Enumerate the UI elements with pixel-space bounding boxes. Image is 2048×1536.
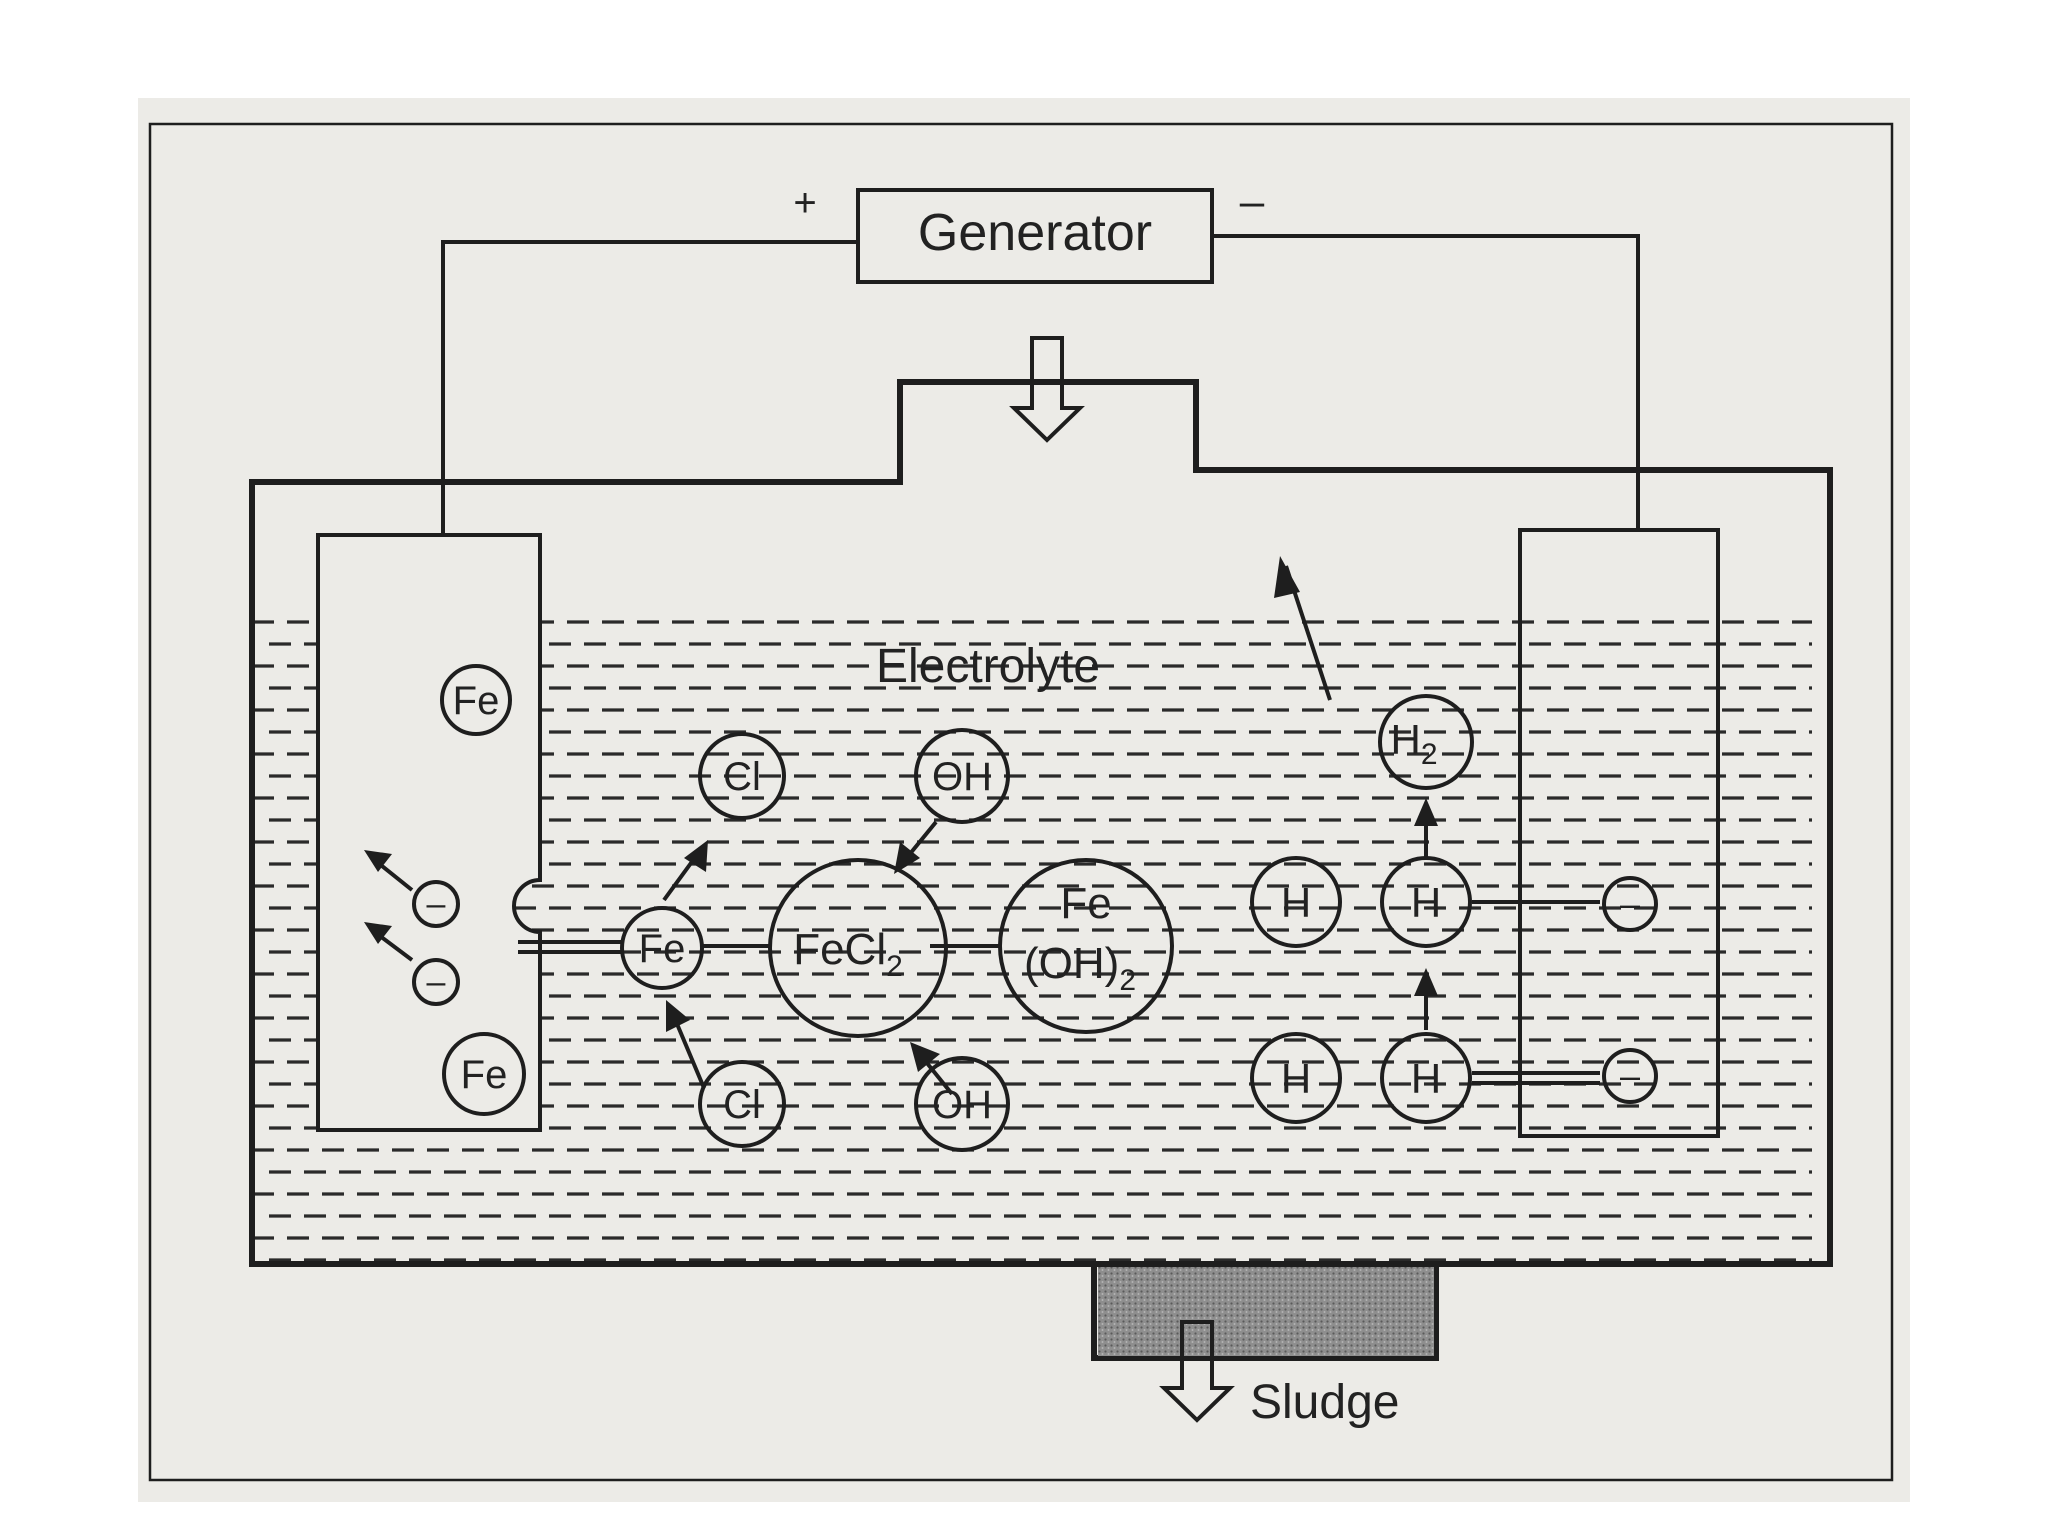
figure-frame (148, 122, 1894, 1482)
electron-anode-2: – (412, 958, 460, 1006)
svg-text:FeCl2: FeCl2 (793, 925, 903, 983)
svg-text:(OH)2: (OH)2 (1024, 939, 1136, 997)
inflow-arrow (1009, 336, 1085, 443)
tank-outline (249, 379, 1833, 1361)
h-atom-left-bottom: H (1250, 1032, 1342, 1124)
svg-text:OH: OH (932, 1083, 992, 1127)
oh-ion-bottom: OH (914, 1056, 1010, 1152)
svg-text:Cl: Cl (723, 1083, 761, 1127)
svg-text:Fe: Fe (453, 679, 500, 723)
cathode-plate (1518, 528, 1720, 1138)
svg-text:H2: H2 (1390, 716, 1437, 771)
generator-box (856, 188, 1214, 284)
wire-positive (441, 240, 858, 535)
svg-text:OH: OH (932, 755, 992, 799)
svg-text:Fe: Fe (639, 927, 686, 971)
fe-atom-bottom: Fe (442, 1032, 526, 1116)
electron-cathode-1: – (1602, 876, 1658, 932)
h-atom-left-top: H (1250, 856, 1342, 948)
fecl2-molecule: FeCl2 (768, 858, 948, 1038)
feoh2-molecule: Fe (OH)2 (998, 858, 1174, 1034)
sludge-deposit (1098, 1266, 1434, 1356)
svg-text:H: H (1411, 1055, 1441, 1102)
oh-ion-top: OH (914, 728, 1010, 824)
positive-terminal-sign: + (793, 181, 816, 225)
negative-terminal-sign: – (1240, 177, 1265, 226)
cl-ion-bottom: Cl (698, 1060, 786, 1148)
fe-atom-top: Fe (440, 664, 512, 736)
svg-text:Fe: Fe (1060, 879, 1111, 928)
sludge-outflow-arrow (1159, 1320, 1235, 1423)
svg-text:H: H (1411, 879, 1441, 926)
anode-plate (316, 533, 542, 1132)
svg-text:–: – (1620, 883, 1640, 924)
bond-lines (518, 900, 1600, 1085)
svg-text:H: H (1281, 879, 1311, 926)
svg-text:–: – (427, 885, 446, 923)
electrolyte-label: Electrolyte (876, 640, 1100, 693)
h-atom-right-bottom: H (1380, 1032, 1472, 1124)
h-atom-right-top: H (1380, 856, 1472, 948)
svg-text:–: – (427, 963, 446, 1001)
svg-text:Fe: Fe (461, 1053, 508, 1097)
svg-text:–: – (1620, 1055, 1640, 1096)
wire-negative (1212, 234, 1640, 530)
generator-label: Generator (918, 204, 1152, 262)
fe-ion: Fe (620, 906, 704, 990)
h2-molecule: H2 (1378, 694, 1474, 790)
electron-anode-1: – (412, 880, 460, 928)
sludge-label: Sludge (1250, 1376, 1399, 1429)
svg-text:Cl: Cl (723, 755, 761, 799)
gas-escape-arrowhead (1274, 556, 1300, 598)
electron-cathode-2: – (1602, 1048, 1658, 1104)
svg-text:H: H (1281, 1055, 1311, 1102)
reaction-arrowheads (364, 798, 1438, 1072)
cl-ion-top: Cl (698, 732, 786, 820)
